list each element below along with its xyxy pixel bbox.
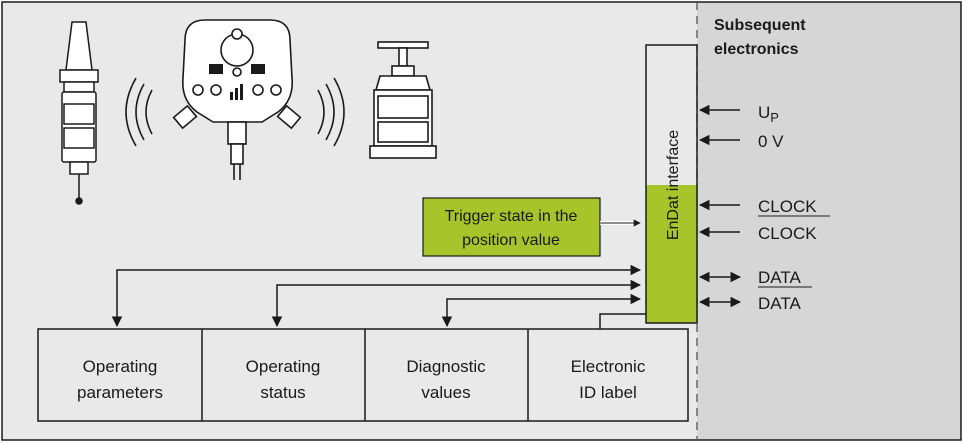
- endat-interface-label: EnDat interface: [665, 130, 682, 240]
- memory-block-operating-parameters-line2: parameters: [77, 383, 163, 402]
- memory-blocks: [37, 328, 689, 422]
- memory-block-operating-parameters-line1: Operating: [83, 357, 158, 376]
- data-signal-label: DATA: [758, 268, 801, 287]
- memory-block-operating-status-line1: Operating: [246, 357, 321, 376]
- clock-inv-signal-label: CLOCK: [758, 224, 817, 243]
- subsequent-electronics-title-line1: Subsequent: [714, 17, 806, 34]
- wireless-waves-icon: [125, 77, 345, 147]
- trigger-state-line1: Trigger state in the: [445, 208, 578, 225]
- trigger-state-line2: position value: [462, 232, 560, 249]
- up-signal-label: UP: [758, 103, 779, 125]
- memory-block-operating-status-line2: status: [260, 383, 305, 402]
- clock-signal-label: CLOCK: [758, 197, 817, 216]
- diagnostic-values-connection: [441, 293, 642, 328]
- workpiece-probe-icon: [369, 41, 437, 159]
- wireless-transceiver-icon: [172, 19, 302, 180]
- touch-probe-shank-icon: [59, 21, 99, 205]
- operating-status-connection: [271, 279, 642, 328]
- memory-connection-lines: [111, 264, 646, 329]
- zero-v-signal-label: 0 V: [758, 132, 784, 151]
- electronic-id-connection: [599, 313, 646, 329]
- endat-interface-green-area: [646, 185, 697, 323]
- subsequent-electronics-panel: [697, 2, 961, 440]
- data-inv-signal-label: DATA: [758, 294, 801, 313]
- memory-block-electronic-id-line2: ID label: [579, 383, 637, 402]
- memory-block-electronic-id-line1: Electronic: [571, 357, 646, 376]
- endat-interface-box: [645, 44, 698, 324]
- trigger-state-box: [422, 197, 601, 257]
- operating-parameters-connection: [111, 264, 642, 328]
- memory-block-diagnostic-values-line1: Diagnostic: [406, 357, 486, 376]
- memory-block-diagnostic-values-line2: values: [421, 383, 470, 402]
- subsequent-electronics-title-line2: electronics: [714, 41, 799, 58]
